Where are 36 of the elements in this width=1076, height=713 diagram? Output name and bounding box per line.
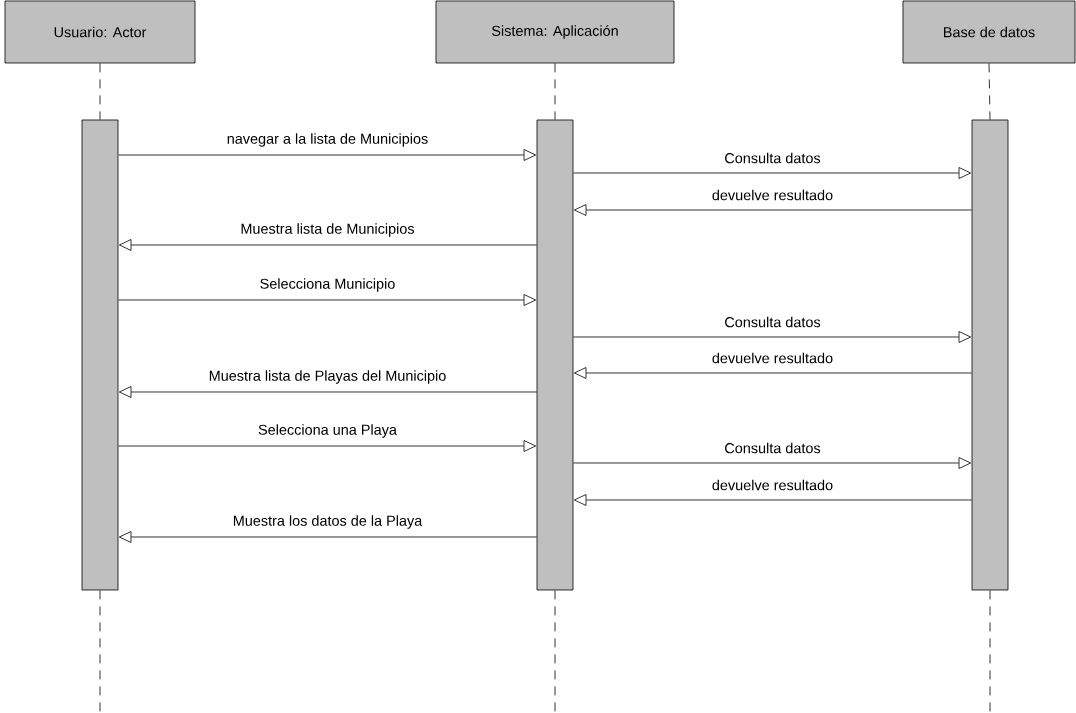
lifeline (554, 590, 556, 713)
edge-label: devuelve resultado (712, 352, 833, 364)
lifeline-header-box: Base de datos (902, 0, 1076, 64)
lifeline (99, 590, 101, 713)
message-arrow (573, 204, 972, 216)
lifeline (554, 63, 556, 120)
message-arrow (573, 494, 972, 506)
message-arrow (573, 167, 972, 179)
edge-label: navegar a la lista de Municipios (227, 133, 428, 147)
edge-label: Selecciona una Playa (258, 424, 397, 438)
edge-label: Consulta datos (725, 152, 821, 164)
activation-bar (81, 119, 119, 591)
edge-label: devuelve resultado (712, 189, 833, 201)
message-arrow (118, 440, 537, 452)
message-arrow (118, 294, 537, 306)
activation-bar (971, 119, 1009, 591)
edge-label: Muestra lista de Municipios (241, 223, 415, 237)
message-arrow (573, 331, 972, 343)
edge-label: devuelve resultado (712, 479, 833, 491)
message-arrow (573, 367, 972, 379)
activation-bar (536, 119, 574, 591)
edge-label: Consulta datos (725, 442, 821, 454)
message-arrow (118, 149, 537, 161)
lifeline (988, 63, 991, 120)
edge-label: Muestra lista de Playas del Municipio (209, 370, 446, 384)
lifeline (989, 590, 991, 713)
message-arrow (118, 239, 537, 251)
message-arrow (118, 386, 537, 398)
edge-label: Consulta datos (725, 316, 821, 328)
lifeline-header-box: Sistema: Aplicación (435, 0, 675, 64)
edge-label: Muestra los datos de la Playa (233, 515, 423, 529)
lifeline (99, 63, 101, 120)
edge-label: Selecciona Municipio (260, 278, 395, 292)
message-arrow (118, 531, 537, 543)
lifeline-header-box: Usuario: Actor (4, 0, 196, 64)
message-arrow (573, 457, 972, 469)
